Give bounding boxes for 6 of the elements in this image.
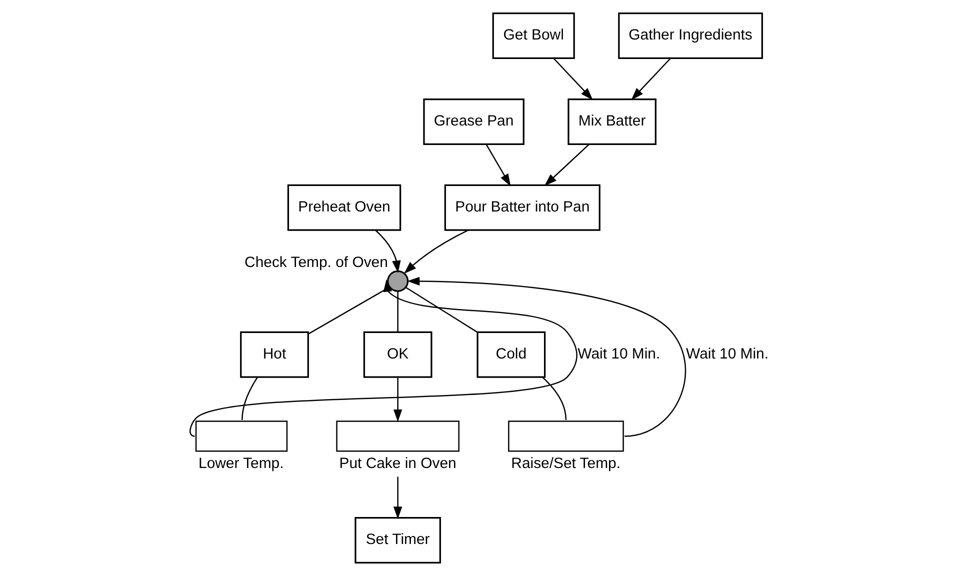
node-label: Put Cake in Oven (338, 455, 456, 472)
node-label: Check Temp. of Oven (244, 254, 388, 271)
edge-label: Wait 10 Min. (686, 346, 768, 363)
node-label: Lower Temp. (198, 455, 284, 472)
node-label: Raise/Set Temp. (510, 455, 620, 472)
edge-label: Wait 10 Min. (577, 346, 660, 363)
